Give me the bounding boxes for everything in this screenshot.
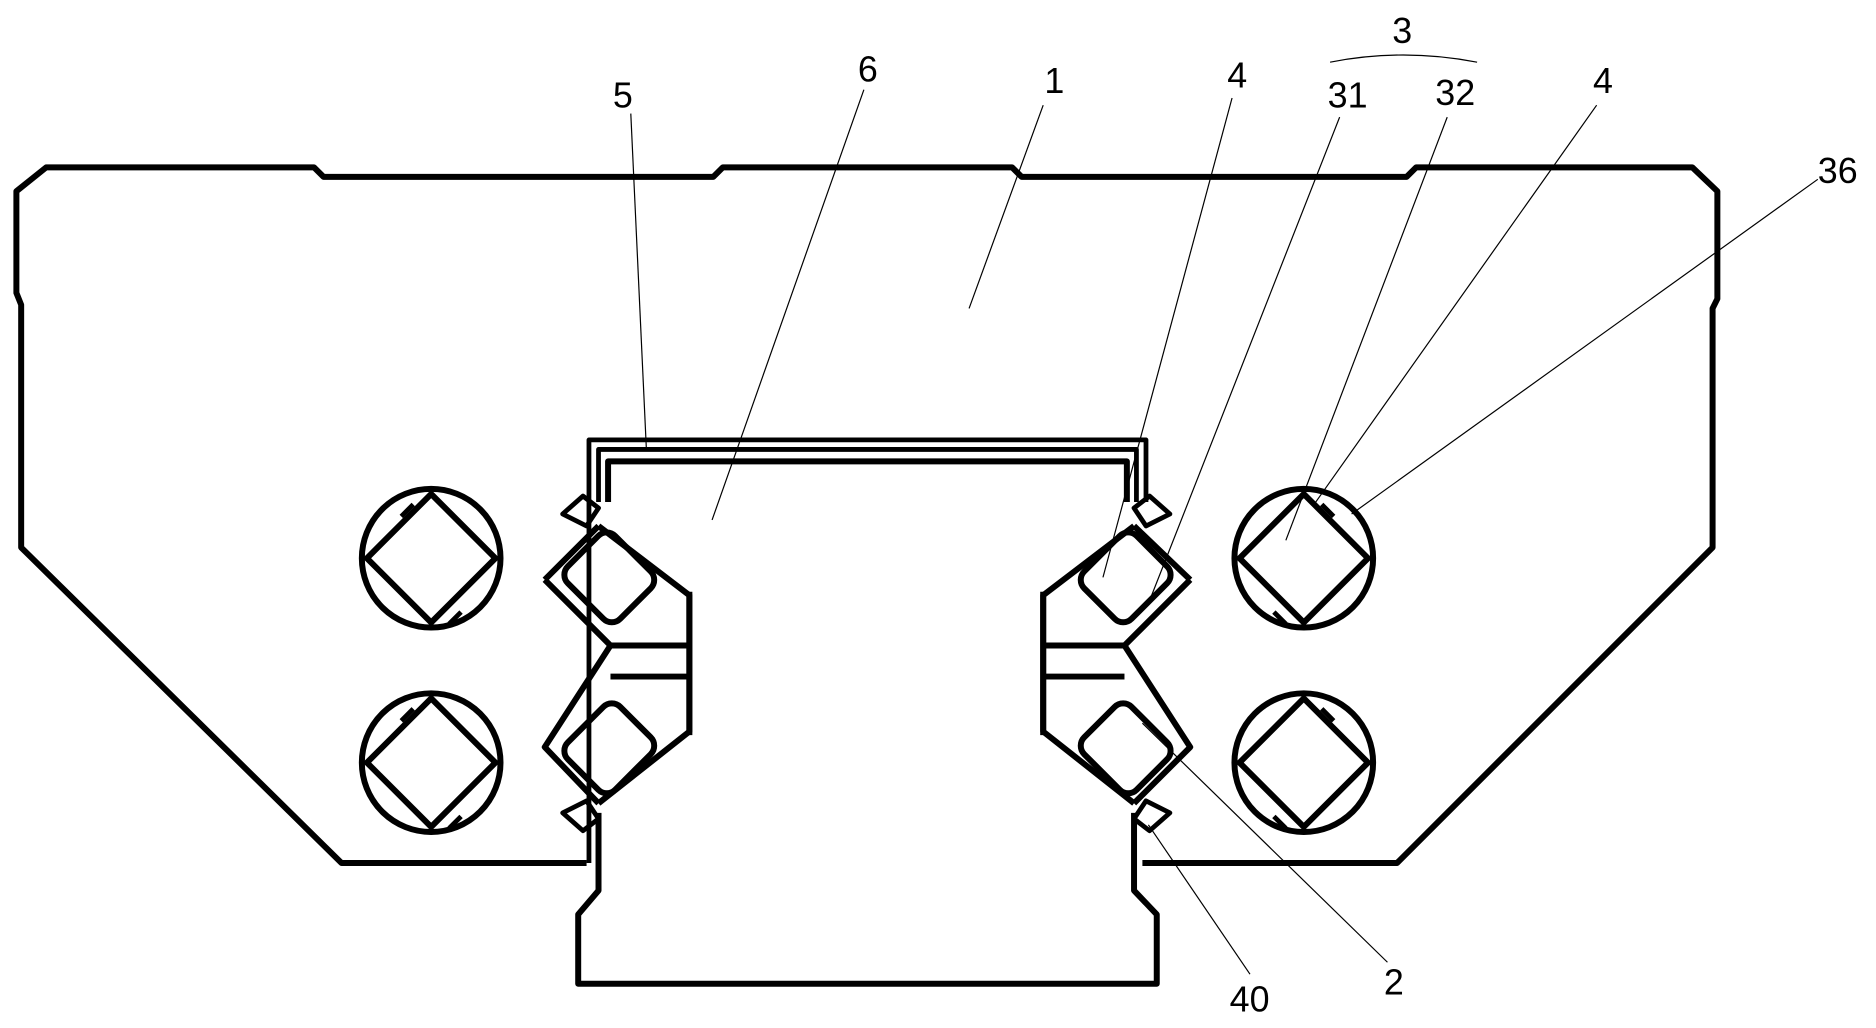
left-upper-clip [563, 496, 599, 526]
left-lower-roller [559, 698, 659, 798]
label-2: 2 [1384, 963, 1404, 1003]
left-lower-clip [563, 801, 599, 831]
label-40: 40 [1230, 979, 1270, 1019]
leader-lines [631, 55, 1818, 974]
label-31: 31 [1328, 76, 1368, 116]
label-4-right: 4 [1593, 61, 1613, 101]
retainer-strip [589, 440, 1146, 863]
label-3: 3 [1392, 11, 1412, 51]
return-hole-left-upper [362, 489, 501, 628]
label-1: 1 [1044, 61, 1064, 101]
right-lower-roller [1076, 698, 1176, 798]
retainer-strip-inner [599, 449, 1137, 502]
return-hole-right-lower [1234, 693, 1373, 832]
label-4-left: 4 [1227, 55, 1247, 95]
slider-block-outline [16, 167, 1717, 863]
label-36: 36 [1818, 151, 1858, 191]
right-upper-clip [1134, 496, 1170, 526]
rail [578, 461, 1157, 983]
right-lower-clip [1134, 801, 1170, 831]
label-5: 5 [613, 76, 633, 116]
label-32: 32 [1435, 73, 1475, 113]
return-hole-left-lower [362, 693, 501, 832]
label-6: 6 [858, 49, 878, 89]
return-hole-right-upper [1234, 489, 1373, 628]
